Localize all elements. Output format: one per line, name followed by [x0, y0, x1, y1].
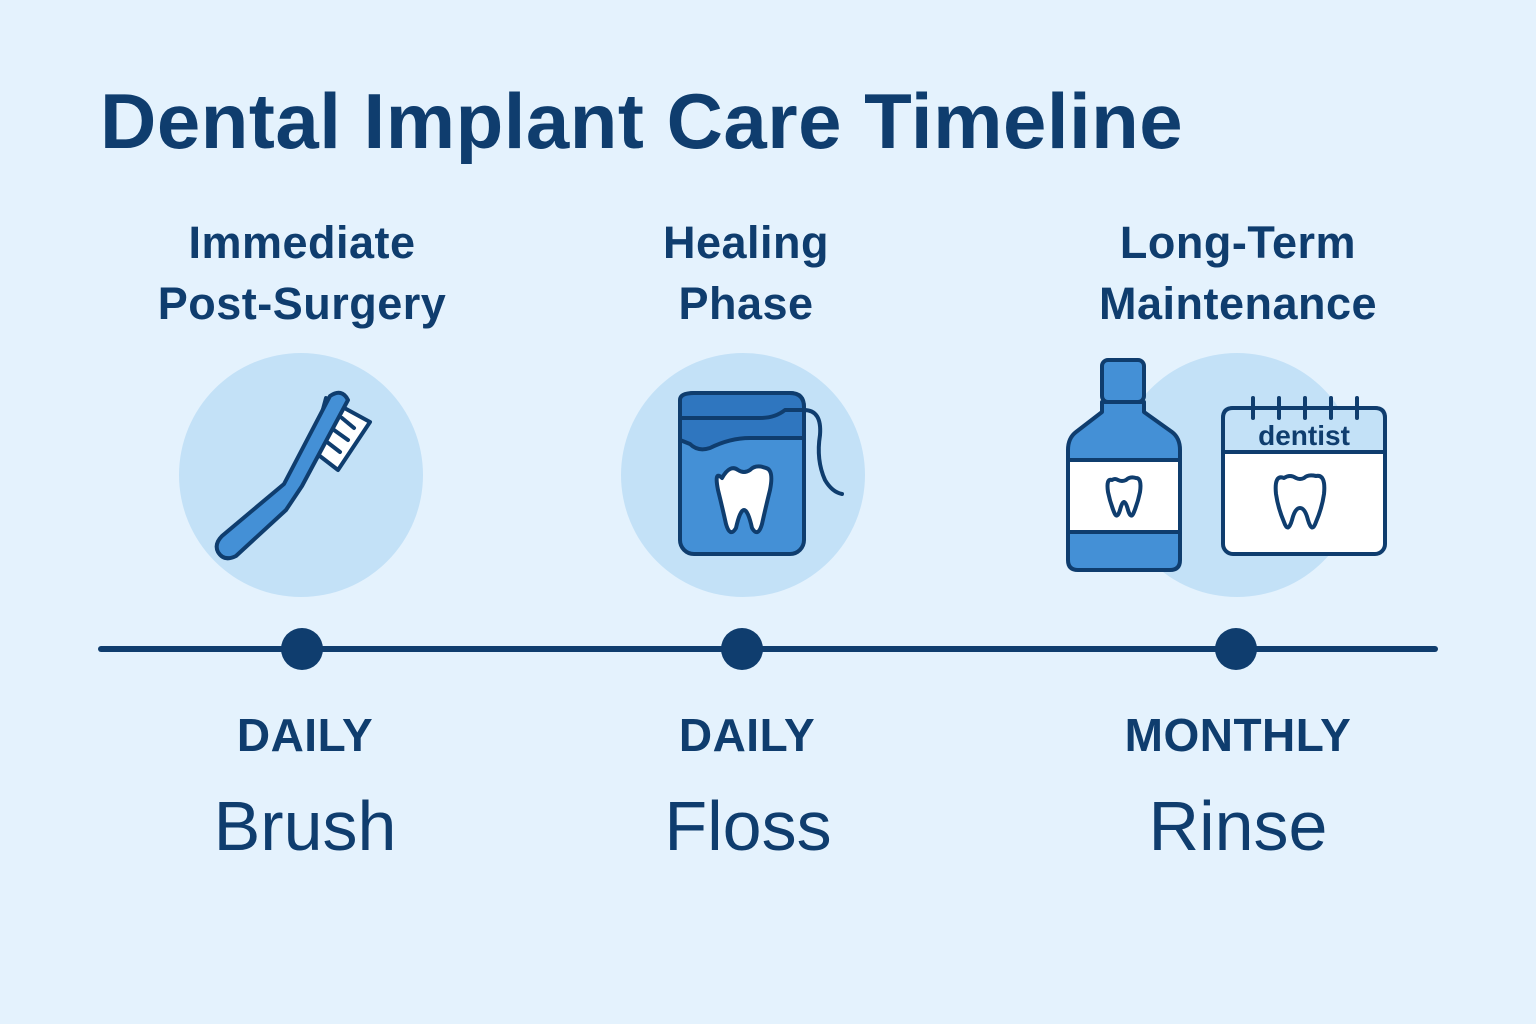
timeline-marker-immediate [281, 628, 323, 670]
stage-title-line2: Post-Surgery [157, 278, 447, 329]
timeline-line [98, 646, 1438, 652]
timeline-marker-long-term [1215, 628, 1257, 670]
stage-title-line2: Phase [678, 278, 814, 329]
stage-title-line1: Immediate [188, 217, 416, 268]
stage-title-immediate: Immediate Post-Surgery [82, 212, 522, 334]
calendar-label: dentist [1258, 420, 1350, 451]
stage-title-line2: Maintenance [1098, 278, 1378, 329]
action-label: Brush [213, 787, 397, 865]
action-label: Floss [664, 787, 832, 865]
floss-container-icon [678, 391, 844, 556]
toothbrush-icon [214, 390, 372, 561]
action-label: Rinse [1148, 787, 1328, 865]
stage-title-long-term: Long-Term Maintenance [1018, 212, 1458, 334]
mouthwash-bottle-icon [1066, 358, 1182, 572]
dentist-calendar-icon: dentist [1221, 396, 1387, 556]
stage-title-healing: Healing Phase [526, 212, 966, 334]
frequency-label: DAILY [236, 709, 374, 761]
page-title: Dental Implant Care Timeline [100, 77, 1184, 165]
frequency-label: MONTHLY [1124, 709, 1352, 761]
stage-title-line1: Long-Term [1119, 217, 1357, 268]
frequency-label: DAILY [678, 709, 816, 761]
stage-title-line1: Healing [662, 217, 830, 268]
timeline-marker-healing [721, 628, 763, 670]
